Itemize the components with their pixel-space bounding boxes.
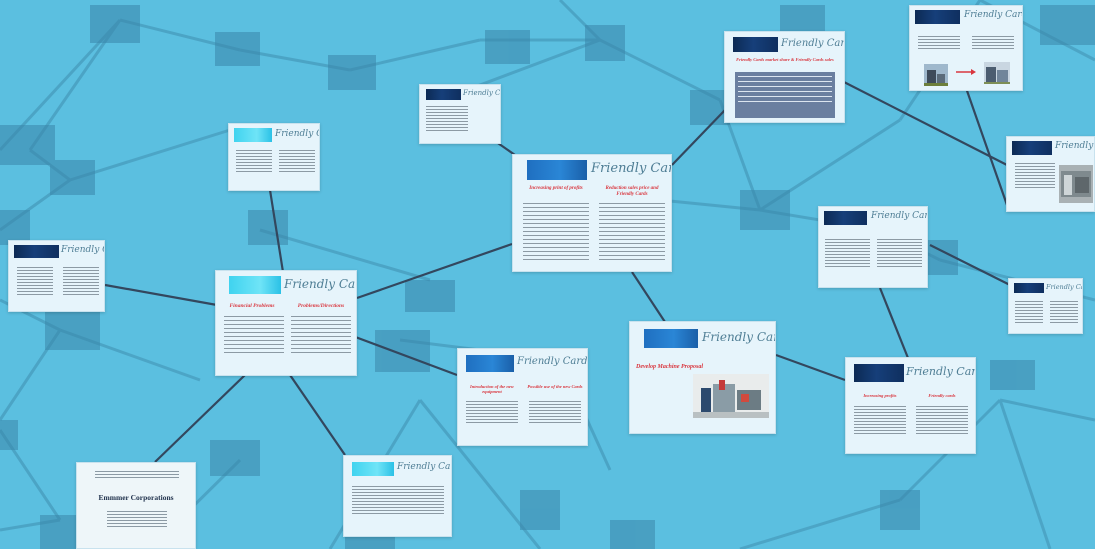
card-banner: [426, 89, 461, 100]
slide-card-lower-middle[interactable]: Friendly Cards Introduction of the new e…: [457, 348, 588, 446]
card-text-block: [918, 36, 960, 51]
arrow-icon: [956, 69, 976, 75]
card-brand-title: Friendly Cards: [397, 462, 451, 472]
slide-card-left[interactable]: Friendly Cards: [8, 240, 105, 312]
card-banner: [824, 211, 867, 225]
card-brand-title: Friendly Cards: [517, 356, 588, 367]
card-banner: [234, 128, 272, 142]
card-banner: [1014, 283, 1044, 293]
slide-card-far-right[interactable]: Friendly Cards: [1008, 278, 1083, 334]
card-text-block: [825, 239, 870, 269]
card-banner: [14, 245, 59, 258]
card-text-block: [1015, 301, 1043, 325]
card-text-block: [17, 267, 53, 297]
card-text-block: [529, 401, 581, 425]
card-text-block: [236, 150, 272, 174]
data-table: [735, 72, 835, 118]
slide-card-top-left[interactable]: Friendly Cards: [228, 123, 320, 191]
card-text-block: [224, 316, 284, 356]
slide-card-upper-center[interactable]: Friendly Cards: [419, 84, 501, 144]
section-heading-right: Possible use of the new Cards: [527, 384, 583, 389]
slide-card-market-share[interactable]: Friendly Cards Friendly Cards market sha…: [724, 31, 845, 123]
building-photo-before: [924, 64, 948, 86]
card-brand-title: Friendly Cards: [702, 330, 775, 344]
card-brand-title: Friendly Cards: [1055, 141, 1094, 151]
card-text-block: [1050, 301, 1078, 325]
card-text-block: [279, 150, 315, 174]
card-brand-title: Friendly Cards: [591, 161, 671, 176]
factory-photo: [1059, 165, 1093, 203]
card-banner: [527, 160, 587, 180]
slide-card-cover[interactable]: Emmmer Corporations: [76, 462, 196, 549]
cover-details-lines: [107, 511, 167, 529]
slide-card-main[interactable]: Friendly Cards Financial Problems Proble…: [215, 270, 357, 376]
card-brand-title: Friendly Cards: [284, 277, 356, 291]
connector-lines: [104, 79, 1011, 463]
section-heading-left: Financial Problems: [229, 303, 275, 309]
slide-card-center[interactable]: Friendly Cards Increasing print of profi…: [512, 154, 672, 272]
section-heading-left: Increasing print of profits: [529, 186, 583, 191]
card-banner: [915, 10, 960, 24]
card-brand-title: Friendly Cards: [61, 245, 104, 255]
card-brand-title: Friendly Cards: [964, 10, 1022, 20]
card-text-block: [466, 401, 518, 425]
card-banner: [733, 37, 778, 52]
section-heading: Friendly Cards market share & Friendly C…: [736, 57, 834, 62]
card-banner: [644, 329, 698, 348]
building-photo-after: [984, 62, 1010, 84]
slide-card-right-photo[interactable]: Friendly Cards: [1006, 136, 1095, 212]
card-banner: [854, 364, 904, 382]
section-heading: Develop Machine Proposal: [636, 364, 703, 370]
card-text-block: [63, 267, 99, 297]
section-heading-right: Friendly cards: [928, 393, 956, 398]
card-text-block: [854, 406, 906, 436]
section-heading-right: Reduction sales price and Friendly Cards: [605, 186, 659, 197]
section-heading-left: Introduction of the new equipment: [470, 384, 514, 395]
card-text-block: [291, 316, 351, 356]
slide-card-far-top-right[interactable]: Friendly Cards: [909, 5, 1023, 91]
card-brand-title: Friendly Cards: [781, 38, 845, 49]
slide-card-bottom-middle[interactable]: Friendly Cards: [343, 455, 452, 537]
section-heading-left: Increasing profits: [863, 393, 897, 398]
cover-intro-lines: [95, 471, 179, 480]
slide-card-machine-proposal[interactable]: Friendly Cards Develop Machine Proposal: [629, 321, 776, 434]
card-brand-title: Friendly Cards: [463, 89, 501, 97]
machine-photo: [693, 374, 769, 418]
card-banner: [466, 355, 514, 372]
card-brand-title: Friendly Cards: [1046, 283, 1082, 291]
card-text-block: [426, 106, 468, 133]
card-text-block: [352, 486, 444, 516]
slide-card-right-middle[interactable]: Friendly Cards: [818, 206, 928, 288]
card-brand-title: Friendly Cards: [871, 211, 927, 221]
card-banner: [352, 462, 394, 476]
card-brand-title: Friendly Cards: [275, 129, 319, 139]
card-banner: [1012, 141, 1052, 155]
card-text-block: [972, 36, 1014, 51]
cover-company-title: Emmmer Corporations: [98, 493, 174, 502]
card-text-block: [1015, 163, 1055, 190]
section-heading-right: Problems/Directions: [297, 303, 345, 309]
card-text-block: [916, 406, 968, 436]
card-text-block: [599, 203, 665, 263]
slide-card-right-lower[interactable]: Friendly Cards Increasing profits Friend…: [845, 357, 976, 454]
card-brand-title: Friendly Cards: [906, 365, 976, 378]
card-text-block: [523, 203, 589, 263]
card-text-block: [877, 239, 922, 269]
card-banner: [229, 276, 281, 294]
